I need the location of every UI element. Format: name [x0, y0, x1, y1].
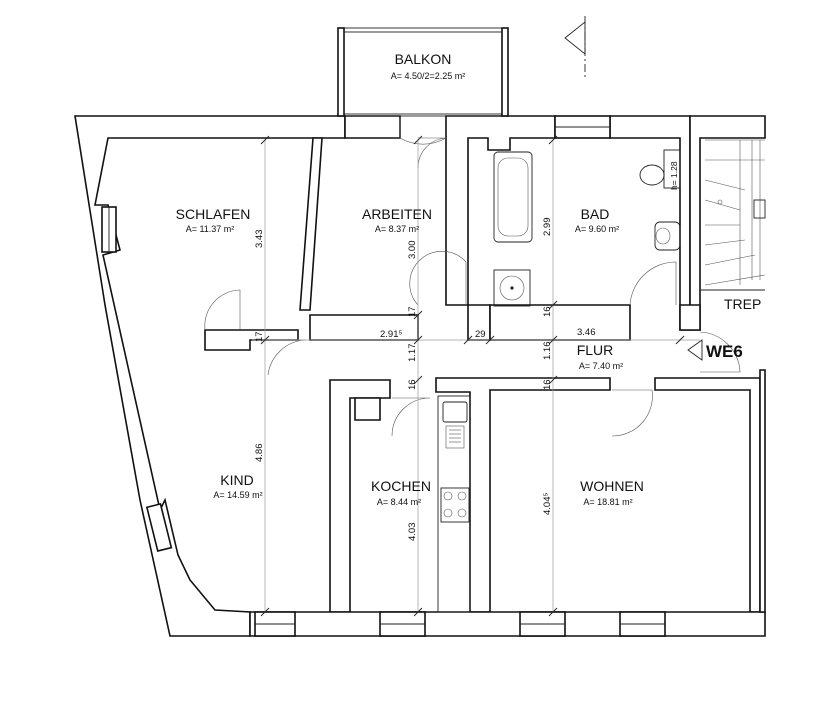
kind-area: A= 14.59 m² [213, 490, 262, 500]
flur-label: FLUR [577, 342, 614, 358]
wohnen-area: A= 18.81 m² [583, 497, 632, 507]
left-outer-wall [74, 115, 346, 637]
wall-kochen-wohnen [435, 377, 611, 613]
bad-fixtures [493, 149, 681, 307]
staircase [700, 139, 766, 291]
flur-area: A= 7.40 m² [579, 361, 623, 371]
top-wall-arbeiten-bad [445, 115, 556, 306]
kochen-chimney [354, 397, 381, 421]
schlafen-area: A= 11.37 m² [186, 224, 235, 234]
entrance-arrow [687, 339, 703, 361]
sink [442, 401, 468, 423]
dim-toilet-height: h= 1.28 [669, 161, 679, 190]
windows [101, 115, 666, 637]
room-labels: BALKON A= 4.50/2=2.25 m² SCHLAFEN A= 11.… [176, 51, 762, 507]
dim-wall-17a: 17 [254, 331, 265, 342]
wall-schlafen-arbeiten [299, 137, 323, 311]
dim-flur-left: 2.91⁵ [380, 329, 402, 340]
kitchen-counter [437, 395, 471, 613]
dim-kind-height: 4.86 [254, 444, 265, 463]
toilet-cistern [663, 149, 681, 189]
balkon [337, 27, 509, 117]
wall-under-schlafen [204, 329, 299, 351]
window-kind [145, 502, 173, 552]
arbeiten-label: ARBEITEN [362, 206, 432, 222]
dim-flur-right: 3.46 [577, 327, 596, 338]
kochen-label: KOCHEN [371, 478, 431, 494]
dim-flur-height-b: 1.16 [542, 342, 553, 361]
dimension-labels: 3.43 3.00 2.99 h= 1.28 17 17 16 16 16 2.… [254, 161, 679, 541]
doors [204, 118, 741, 437]
kind-label: KIND [220, 472, 253, 488]
stove [440, 487, 470, 523]
top-wall-middle [344, 115, 401, 139]
dim-kochen-height: 4.03 [407, 523, 418, 542]
dim-flur-height-a: 1.17 [407, 344, 418, 363]
unit-label: WE6 [706, 342, 743, 361]
dim-wall-17b: 17 [407, 306, 418, 317]
section-marker [564, 16, 586, 80]
wall-flur-right-bottom [654, 377, 761, 613]
walls [74, 115, 766, 637]
toilet [639, 164, 665, 186]
right-stair-wall [759, 369, 766, 613]
wall-under-bad [489, 304, 631, 341]
wohnen-label: WOHNEN [580, 478, 644, 494]
dim-schlafen-height: 3.43 [254, 230, 265, 249]
kochen-area: A= 8.44 m² [377, 497, 421, 507]
kitchen-fixtures [437, 395, 471, 613]
bottom-outer-wall [249, 611, 766, 637]
stair-label: TREP [724, 296, 761, 312]
dimension-lines [252, 135, 703, 617]
wall-bad-right-stub [679, 304, 701, 331]
bad-area: A= 9.60 m² [575, 224, 619, 234]
balkon-label: BALKON [395, 51, 452, 67]
shower [493, 269, 531, 307]
arbeiten-area: A= 8.37 m² [375, 224, 419, 234]
bathtub [493, 151, 533, 243]
dim-wohnen-height: 4.04⁵ [542, 493, 553, 515]
bad-label: BAD [581, 206, 610, 222]
schlafen-label: SCHLAFEN [176, 206, 251, 222]
dim-arbeiten-height: 3.00 [407, 241, 418, 260]
dim-wall-16c: 16 [542, 379, 553, 390]
dim-flur-mid: 29 [475, 329, 486, 340]
washbasin [654, 221, 681, 251]
dim-wall-16b: 16 [407, 379, 418, 390]
dim-wall-16a: 16 [542, 306, 553, 317]
balkon-area: A= 4.50/2=2.25 m² [391, 71, 466, 81]
dim-bad-height: 2.99 [542, 218, 553, 237]
